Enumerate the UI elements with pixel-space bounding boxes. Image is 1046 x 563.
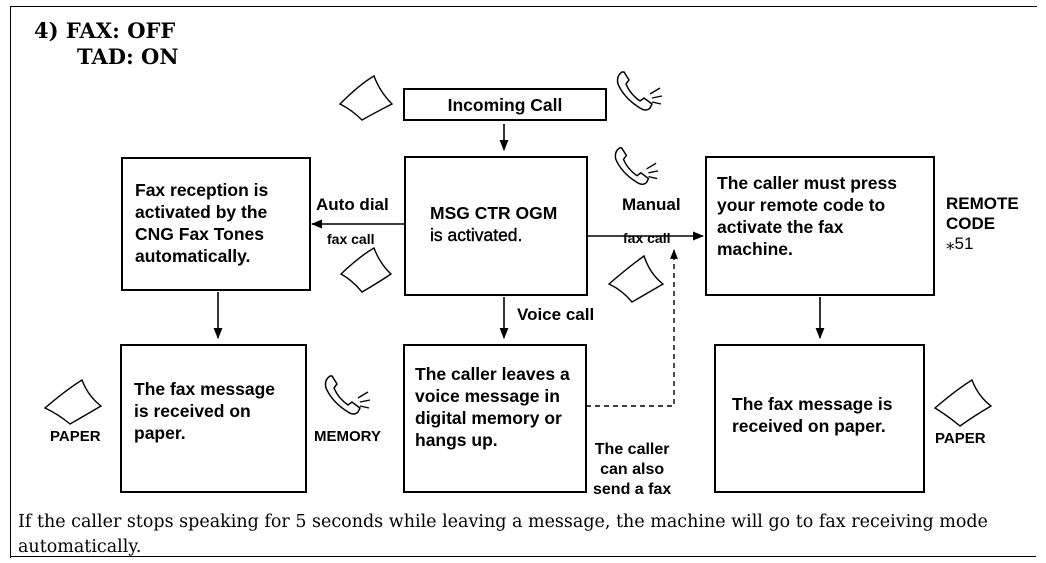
caller-also-label: The caller can also send a fax [593, 440, 671, 500]
footnote-text: If the caller stops speaking for 5 secon… [18, 512, 988, 557]
remote-code-number: ⁎51 [946, 234, 974, 253]
telephone-handset-icon [324, 375, 371, 415]
telephone-handset-icon [614, 147, 659, 186]
caller-must-line: your remote code to [717, 195, 886, 215]
mode-fax-setting: 4) FAX: OFF [34, 18, 176, 43]
voice-message-box: The caller leaves a voice message in dig… [403, 344, 587, 493]
paper-sheet-icon [933, 378, 993, 427]
remote-code-label: REMOTE CODE ⁎51 [946, 194, 1019, 254]
fax-reception-line: automatically. [135, 246, 251, 266]
caller-also-line: send a fax [593, 481, 672, 498]
fax-received-line: paper. [134, 423, 186, 443]
fax-reception-box: Fax reception is activated by the CNG Fa… [121, 157, 311, 291]
caller-must-line: machine. [717, 239, 793, 259]
voice-message-line: digital memory or [415, 408, 562, 428]
fax-received-line: is received on [134, 401, 251, 421]
paper-sheet-icon [43, 378, 103, 425]
fax-reception-line: CNG Fax Tones [135, 224, 265, 244]
fax-received-line: The fax message is [732, 394, 893, 414]
telephone-handset-icon [616, 71, 663, 111]
remote-code-line: REMOTE [946, 194, 1019, 213]
paper-left-label: PAPER [50, 428, 101, 445]
caller-also-line: can also [600, 461, 665, 478]
manual-label: Manual [622, 195, 681, 214]
frame-bottom-rule [10, 556, 1036, 557]
dashed-arrow-send-fax [586, 249, 678, 407]
fax-reception-line: activated by the [135, 202, 268, 222]
paper-sheet-icon [339, 246, 393, 293]
fax-received-line: received on paper. [732, 416, 886, 436]
msg-ctr-box: MSG CTR OGM is activated. [404, 156, 588, 296]
remote-code-line: CODE [946, 214, 996, 233]
caller-must-line: The caller must press [717, 173, 897, 193]
paper-sheet-icon [338, 74, 394, 121]
diagram-frame [10, 6, 1037, 558]
caller-must-press-box: The caller must press your remote code t… [705, 156, 935, 296]
msg-ctr-line: is activated. [430, 225, 523, 245]
fax-call-right-label: fax call [623, 230, 671, 246]
voice-message-line: hangs up. [415, 430, 498, 450]
voice-message-line: The caller leaves a [415, 364, 570, 384]
voice-call-label: Voice call [517, 305, 595, 324]
caller-must-line: activate the fax [717, 217, 844, 237]
msg-ctr-line: MSG CTR OGM [430, 203, 558, 223]
fax-call-left-label: fax call [327, 231, 375, 247]
fax-received-line: The fax message [134, 379, 276, 399]
memory-label: MEMORY [314, 428, 381, 445]
paper-right-label: PAPER [935, 430, 986, 447]
incoming-call-text: Incoming Call [447, 95, 563, 115]
auto-dial-label: Auto dial [316, 195, 389, 214]
fax-reception-line: Fax reception is [135, 180, 269, 200]
caller-also-line: The caller [594, 441, 670, 458]
mode-tad-setting: TAD: ON [77, 44, 179, 69]
fax-received-left-box: The fax message is received on paper. [120, 344, 307, 493]
mode-heading: 4) FAX: OFF TAD: ON [34, 18, 179, 70]
paper-sheet-icon [607, 254, 665, 303]
voice-message-line: voice message in [415, 386, 560, 406]
fax-received-right-box: The fax message is received on paper. [714, 344, 925, 493]
incoming-call-box: Incoming Call [403, 88, 607, 121]
